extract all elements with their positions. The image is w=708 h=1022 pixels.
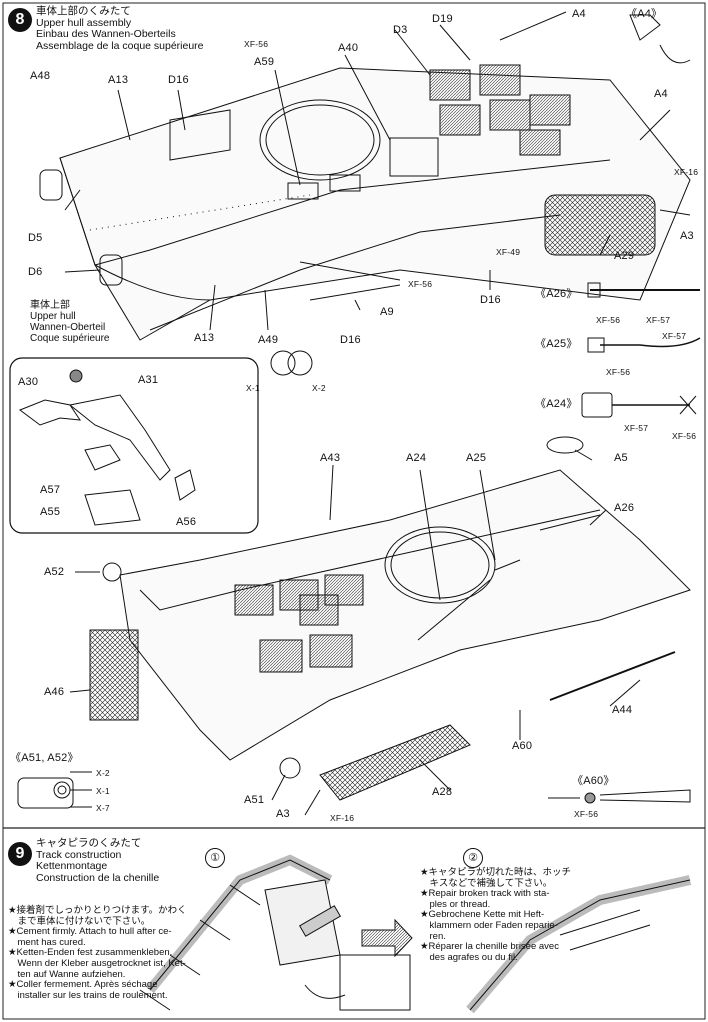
step-title-de: Kettenmontage [36,860,108,872]
paint-label: XF-56 [244,39,269,49]
part-label: A13 [194,332,215,344]
part-label: A49 [258,334,279,346]
part-label: A4 [572,8,586,20]
sub-a24-label: 《A24》 [535,398,578,410]
part-label: A25 [466,452,487,464]
part-label: A28 [432,786,453,798]
part-label: A56 [176,516,197,528]
sub-step-1-marker: ① [205,848,225,868]
paint-label: XF-49 [496,247,521,257]
part-label: A29 [614,250,635,262]
part-label: D16 [480,294,501,306]
track-drawings [139,854,692,1014]
paint-label: X-2 [312,383,326,393]
paint-label: XF-57 [662,331,687,341]
part-label: A57 [40,484,61,496]
part-label: D6 [28,266,43,278]
track-note-right: ★キャタピラが切れた時は、ホッチ キスなどで補強して下さい。 ★Repair b… [420,867,572,963]
part-label: A40 [338,42,359,54]
inset-box [9,357,259,534]
sub-a51-a52-label: 《A51, A52》 [10,752,79,764]
part-label: A5 [614,452,628,464]
part-label: A52 [44,566,65,578]
part-label: D19 [432,13,453,25]
sub-step-2-marker: ② [463,848,483,868]
paint-label: XF-57 [624,423,649,433]
part-label: A24 [406,452,427,464]
part-label: A60 [512,740,533,752]
paint-label: XF-56 [408,279,433,289]
step-title-ja: 車体上部のくみたて [36,5,131,17]
part-label: A43 [320,452,341,464]
paint-label: XF-57 [646,315,671,325]
part-label: A30 [18,376,39,388]
part-label: A9 [380,306,394,318]
part-label: A44 [612,704,633,716]
part-label: A4 [654,88,668,100]
hull-detailed-drawing [69,436,691,816]
part-label: A31 [138,374,159,386]
step-number-badge: 8 [8,8,32,32]
paint-label: X-1 [96,786,110,796]
part-label: A48 [30,70,51,82]
a51-a52-drawing [17,771,92,809]
part-label: A59 [254,56,275,68]
part-label: A3 [276,808,290,820]
upper-hull-caption: 車体上部 Upper hull Wannen-Oberteil Coque su… [30,300,110,344]
part-label: A26 [614,502,635,514]
part-label: A46 [44,686,65,698]
sub-assembly-drawings [548,14,701,804]
part-label: A3 [680,230,694,242]
step-title-de: Einbau des Wannen-Oberteils [36,28,176,40]
paint-label: XF-56 [672,431,697,441]
track-note-left: ★接着剤でしっかりとりつけます。かわく まで車体に付けないで下さい。 ★Ceme… [8,905,187,1001]
part-label: D3 [393,24,408,36]
part-label: A13 [108,74,129,86]
paint-label: XF-56 [574,809,599,819]
paint-label: X-2 [96,768,110,778]
paint-label: XF-56 [596,315,621,325]
step-number-badge: 9 [8,842,32,866]
step-title-fr: Construction de la chenille [36,871,160,884]
part-label: A55 [40,506,61,518]
step-title-en: Track construction [36,848,122,861]
step-title: 車体上部のくみたて Upper hull assembly Einbau des… [36,5,204,52]
sub-a60-label: 《A60》 [572,775,615,787]
step-title-ja: キャタピラのくみたて [36,837,142,849]
paint-label: XF-16 [674,167,699,177]
part-label: A51 [244,794,265,806]
paint-label: XF-56 [606,367,631,377]
upper-hull-drawing [39,11,691,376]
part-label: D16 [340,334,361,346]
inset-drawing [18,369,196,526]
step-title-en: Upper hull assembly [36,16,132,29]
part-label: D16 [168,74,189,86]
sub-a4-label: 《A4》 [626,8,663,20]
part-label: D5 [28,232,43,244]
sub-a26-label: 《A26》 [535,288,578,300]
step-title: キャタピラのくみたて Track construction Kettenmont… [36,837,160,884]
step-title-fr: Assemblage de la coque supérieure [36,39,204,52]
paint-label: XF-16 [330,813,355,823]
paint-label: X-7 [96,803,110,813]
sub-a25-label: 《A25》 [535,338,578,350]
paint-label: X-1 [246,383,260,393]
